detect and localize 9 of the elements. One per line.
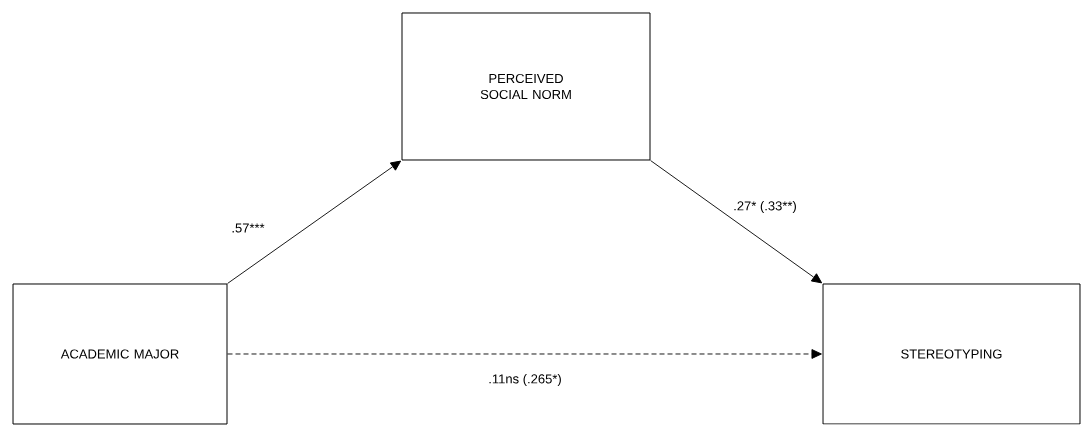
edge-label: .11ns (.265*) [487,372,563,388]
arrow [650,160,823,284]
variable-box: ACADEMIC MAJOR [12,283,228,425]
edge-label: .57*** [230,222,266,234]
variable-box: STEREOTYPING [822,283,1081,425]
edge-label: .27* (.33**) [732,199,798,215]
variable-box: PERCEIVED SOCIAL NORM [401,12,651,161]
arrow [227,349,822,359]
arrow [227,160,402,284]
